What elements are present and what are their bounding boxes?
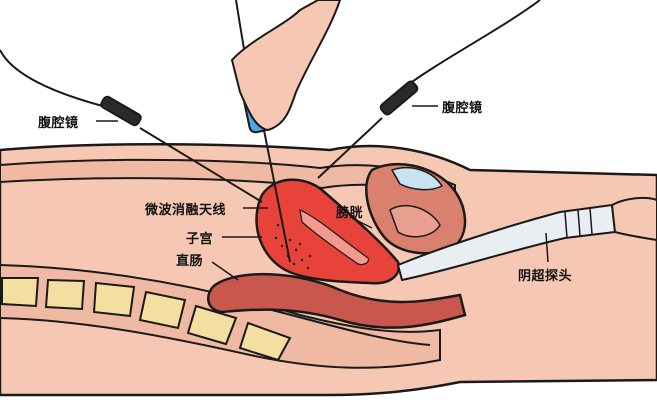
label-laparoscope-right: 腹腔镜: [442, 97, 483, 116]
label-microwave-antenna: 微波消融天线: [145, 199, 226, 218]
label-vaginal-probe: 阴超探头: [518, 265, 572, 284]
probe-hand: [612, 198, 657, 240]
label-uterus: 子宫: [186, 228, 213, 247]
label-rectum: 直肠: [176, 250, 203, 269]
label-laparoscope-left: 腹腔镜: [38, 112, 79, 131]
label-bladder: 膀胱: [336, 202, 363, 221]
